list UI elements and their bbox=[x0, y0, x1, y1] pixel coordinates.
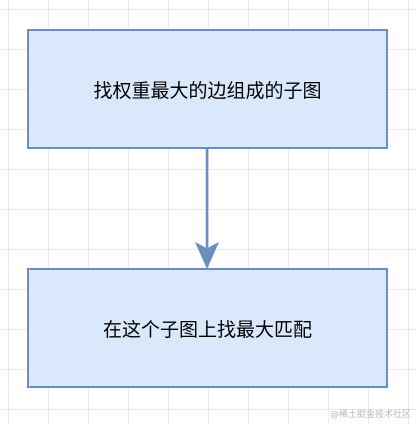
watermark: @稀土掘金技术社区 bbox=[329, 410, 411, 420]
flow-node-step1[interactable]: 找权重最大的边组成的子图 bbox=[27, 29, 388, 149]
flow-node-step2[interactable]: 在这个子图上找最大匹配 bbox=[27, 268, 388, 388]
flow-node-label: 找权重最大的边组成的子图 bbox=[93, 79, 322, 102]
flow-node-label: 在这个子图上找最大匹配 bbox=[102, 318, 312, 341]
flow-edge-step1-to-step2 bbox=[194, 148, 220, 270]
arrowhead-icon bbox=[194, 241, 220, 270]
